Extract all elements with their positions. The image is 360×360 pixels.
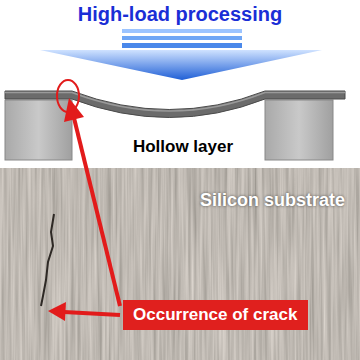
substrate-label: Silicon substrate [200, 190, 345, 211]
load-arrow [40, 29, 322, 80]
callout-text: Occurrence of crack [133, 305, 298, 325]
substrate-panel: Silicon substrateOccurrence of crack [0, 168, 360, 360]
region-label: Hollow layer [133, 137, 233, 157]
title-label: High-load processing [78, 3, 282, 26]
crack-callout-box: Occurrence of crack [123, 300, 308, 330]
substrate-photo [0, 168, 360, 360]
leader-arrow [48, 98, 120, 321]
support-block [265, 100, 333, 160]
crack-line [41, 214, 54, 306]
wafer-plate [5, 91, 345, 118]
wafer-highlight [5, 93, 345, 112]
